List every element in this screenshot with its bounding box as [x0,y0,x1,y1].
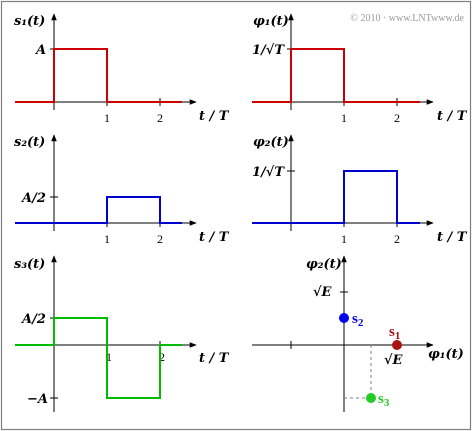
tick-label-1: 1 [341,232,347,246]
ytick-label-A-half: A/2 [20,312,46,327]
label-s2: s2 [352,311,364,329]
y-axis-label: φ₁(t) [253,14,289,29]
phi1-axis-label: φ₁(t) [428,347,464,362]
tick-label-1: 1 [104,232,110,246]
s1-curve [15,48,182,103]
panel-s2: 1 2 t / T s₂(t) A/2 [14,134,230,246]
phi1-curve [252,48,420,103]
x-axis-label: t / T [199,230,230,245]
panel-signal-space: φ₂(t) φ₁(t) √E √E s1 s2 s3 [252,255,464,412]
y-axis-label: s₃(t) [14,257,45,272]
point-s1 [392,340,402,350]
x-axis-label: t / T [437,230,468,245]
y-axis-label: s₁(t) [14,14,45,29]
point-s2 [339,313,349,323]
tick-label-2: 2 [157,232,163,246]
tick-label-2: 2 [394,111,400,125]
x-axis-label: t / T [199,109,230,124]
label-s3: s3 [378,391,390,409]
ytick-label-sqrt-E: √E [313,285,333,300]
ytick-label-minus-A: −A [27,392,48,407]
tick-label-1: 1 [104,111,110,125]
x-axis-label: t / T [437,109,468,124]
phi2-curve [252,170,420,224]
xtick-label-sqrt-E: √E [384,353,404,368]
panel-phi2: 1 2 t / T φ₂(t) 1/√T [252,134,468,246]
label-s1: s1 [389,324,400,342]
panel-s3: 1 2 t / T s₃(t) A/2 −A [14,255,230,412]
phi2-axis-label: φ₂(t) [306,257,342,272]
panel-phi1: 1 2 t / T φ₁(t) 1/√T [252,13,468,125]
tick-label-2: 2 [157,111,163,125]
tick-label-1: 1 [341,111,347,125]
ytick-label-A-half: A/2 [20,191,46,206]
ytick-label-A: A [34,43,46,58]
s2-curve [15,196,182,224]
tick-label-1: 1 [106,350,112,364]
copyright-text: © 2010 · www.LNTwww.de [350,13,464,24]
ytick-label-inv-sqrt-T: 1/√T [252,43,285,58]
ytick-label-inv-sqrt-T: 1/√T [252,165,285,180]
y-axis-label: s₂(t) [14,135,45,150]
y-axis-label: φ₂(t) [253,135,289,150]
tick-label-2: 2 [394,232,400,246]
tick-label-2: 2 [159,350,165,364]
s3-curve [15,317,182,399]
x-axis-label: t / T [199,351,230,366]
panel-s1: 1 2 t / T s₁(t) A [14,13,230,125]
point-s3 [366,393,376,403]
